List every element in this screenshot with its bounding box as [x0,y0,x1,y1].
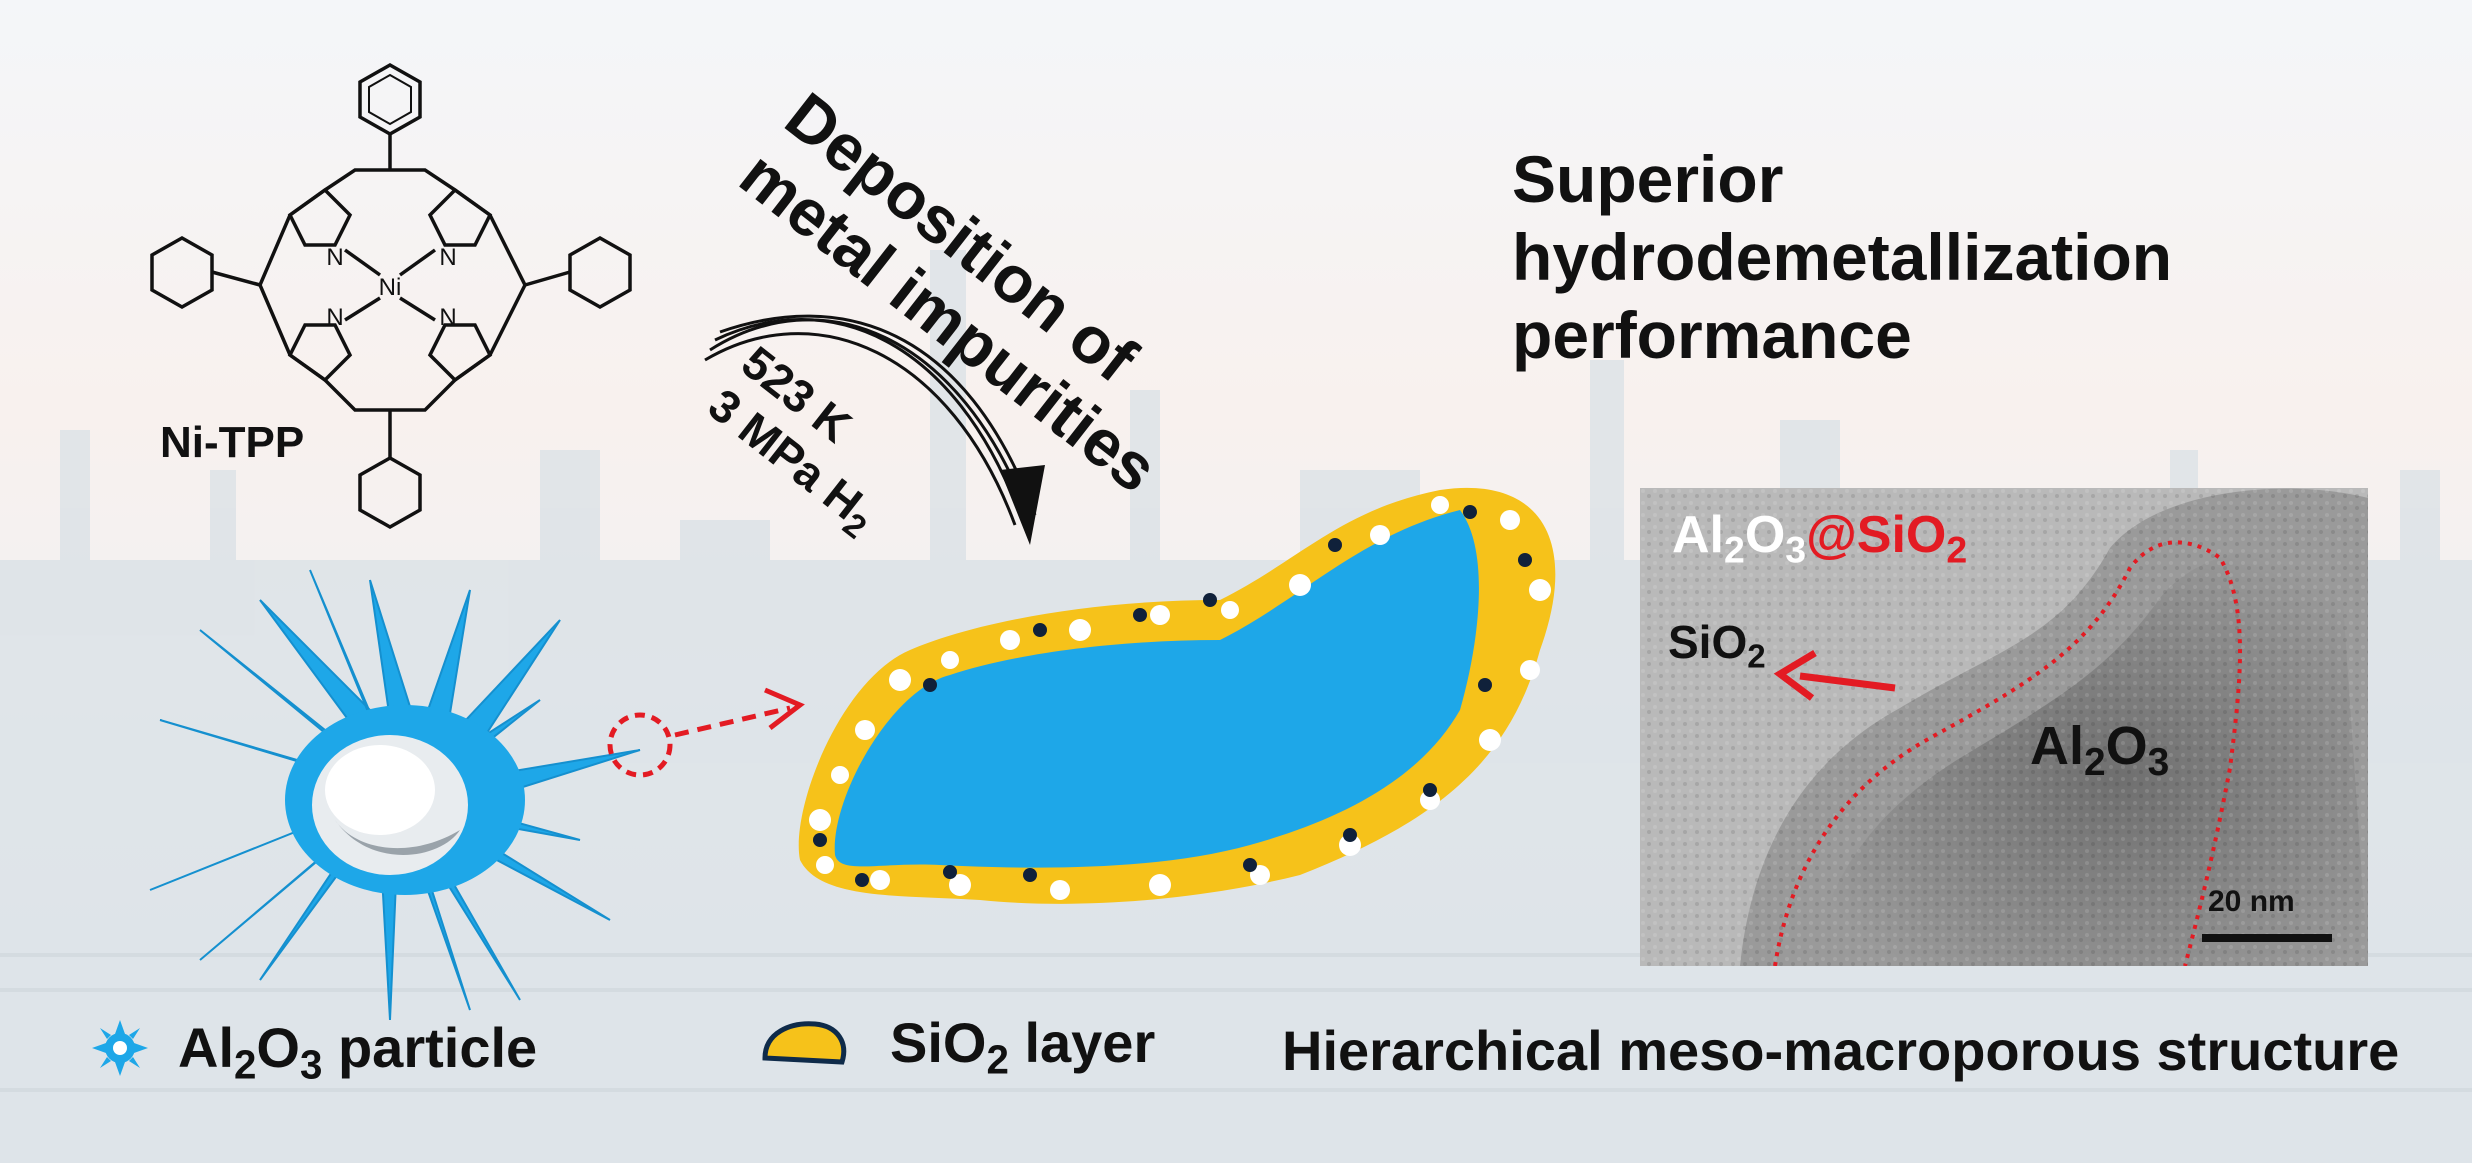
tem-title: Al2O3@SiO2 [1672,506,1968,571]
legend-alumina: Al2O3 particle [178,1016,538,1088]
scale-bar-label: 20 nm [2208,885,2295,918]
tem-shell-label: SiO2 [1668,616,1766,676]
ni-atom-label: Ni [379,274,402,301]
silica-layer-icon [762,1021,847,1065]
legend-structure: Hierarchical meso-macroporous structure [1282,1019,2400,1082]
tem-core-label: Al2O3 [2030,716,2170,784]
n-atom-label: N [439,304,456,331]
molecule-label: Ni-TPP [160,418,305,467]
n-atom-label: N [326,304,343,331]
coated-particle [798,487,1556,904]
n-atom-label: N [439,244,456,271]
alumina-particle-legend-icon [92,1020,148,1076]
headline-line1: Superior [1512,142,1784,216]
performance-headline: Superior hydrodemetallization performanc… [1512,140,2172,374]
headline-line3: performance [1512,298,1912,372]
n-atom-label: N [326,244,343,271]
legend-silica: SiO2 layer [890,1011,1156,1083]
headline-line2: hydrodemetallization [1512,220,2173,294]
sea-urchin-particle-icon [149,569,641,1020]
tem-image [1640,488,2368,966]
curved-arrow-icon [704,314,1045,545]
ni-tpp-molecule: Ni N N N N [150,62,632,530]
dashed-arrow-icon [607,687,805,778]
